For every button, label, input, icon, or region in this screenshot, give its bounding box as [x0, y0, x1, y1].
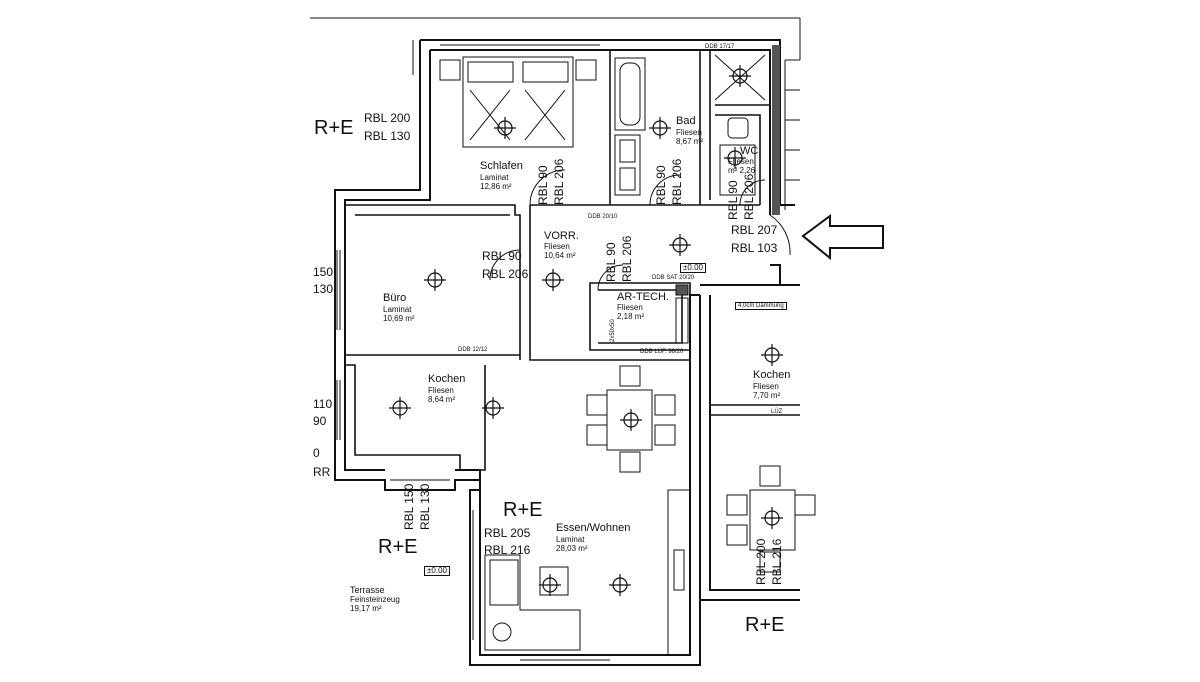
- stair-hatch: [772, 45, 780, 215]
- level-center-badge: ±0.00: [680, 263, 706, 273]
- room-buero-floor: Laminat: [383, 305, 412, 314]
- room-artech-floor: Fliesen: [617, 303, 643, 312]
- room-bad-floor: Fliesen: [676, 128, 702, 137]
- inner-walls: [345, 50, 800, 471]
- opening-terr-rbl130: RBL 130: [418, 483, 432, 530]
- room-buero-area: 10,69 m²: [383, 314, 415, 323]
- room-essen-name: Essen/Wohnen: [556, 522, 631, 534]
- note-ddb-17-17: DDB 17/17: [705, 44, 735, 50]
- note-luz: LÜZ: [771, 409, 783, 415]
- opening-terr-rbl150: RBL 150: [402, 483, 416, 530]
- opening-schlafen-rbl206: RBL 206: [552, 158, 566, 205]
- note-daemmung: 4,0cm Dämmung: [735, 302, 787, 310]
- room-neighbor-kochen-floor: Fliesen: [753, 382, 779, 391]
- plant: [492, 622, 512, 642]
- opening-neighbor-rbl200: RBL 200: [754, 538, 768, 585]
- room-kochen-floor: Fliesen: [428, 386, 454, 395]
- rbl-130-label: RBL 130: [364, 129, 411, 143]
- opening-entry-rbl103: RBL 103: [731, 241, 778, 255]
- door-swings: [489, 169, 791, 291]
- note-ddb-luf: DDB LÜF. 98/20: [640, 349, 684, 355]
- room-artech-area: 2,18 m²: [617, 312, 645, 321]
- side-110-label: 110: [313, 397, 333, 411]
- ar-tech-equipment: [675, 284, 689, 344]
- room-terrasse-area: 19,17 m²: [350, 604, 382, 613]
- room-schlafen-name: Schlafen: [480, 160, 523, 172]
- room-neighbor-kochen-name: Kochen: [753, 369, 791, 381]
- level-label-terrace: R+E: [378, 536, 418, 558]
- opening-schlafen-rbl90: RBL 90: [536, 165, 550, 205]
- double-bed: [439, 56, 597, 148]
- room-wc-area: m² 2,26: [728, 166, 756, 175]
- room-vorr-area: 10,64 m²: [544, 251, 576, 260]
- level-label-neighbor: R+E: [745, 614, 785, 636]
- room-wc-name: WC: [740, 145, 759, 157]
- note-ddb-20-10: DDB 20/10: [588, 214, 618, 220]
- room-kochen-area: 8,64 m²: [428, 395, 456, 404]
- kitchen-counter: [667, 489, 691, 656]
- room-neighbor-kochen-area: 7,70 m²: [753, 391, 781, 400]
- level-label-center: R+E: [503, 499, 543, 521]
- side-0-label: 0: [313, 446, 320, 460]
- opening-essen-rbl205: RBL 205: [484, 526, 531, 540]
- room-vorr-name: VORR.: [544, 230, 579, 242]
- level-terrace-badge: ±0.00: [424, 566, 450, 576]
- note-ddb-sat: DDB SAT 20/20: [652, 275, 695, 281]
- stairs: [784, 59, 800, 210]
- opening-ar-rbl90: RBL 90: [604, 242, 618, 282]
- opening-buero-rbl206: RBL 206: [482, 267, 529, 281]
- room-terrasse-name: Terrasse: [350, 585, 385, 595]
- room-schlafen-area: 12,86 m²: [480, 182, 512, 191]
- room-vorr-floor: Fliesen: [544, 242, 570, 251]
- level-label-top: R+E: [314, 117, 354, 139]
- room-wc-floor: Fliesen: [728, 157, 754, 166]
- opening-wc-rbl206: RBL 206: [742, 173, 756, 220]
- dining-table: [586, 365, 676, 473]
- rr-label: RR: [313, 465, 331, 479]
- opening-wc-rbl90: RBL 90: [726, 180, 740, 220]
- room-bad-name: Bad: [676, 115, 696, 127]
- room-schlafen-floor: Laminat: [480, 173, 509, 182]
- room-kochen-name: Kochen: [428, 373, 466, 385]
- opening-buero-rbl90: RBL 90: [482, 249, 522, 263]
- opening-essen-rbl216: RBL 216: [484, 543, 531, 557]
- opening-bad-rbl206: RBL 206: [670, 158, 684, 205]
- room-bad-area: 8,67 m²: [676, 137, 704, 146]
- side-90-label: 90: [313, 414, 327, 428]
- opening-entry-rbl207: RBL 207: [731, 223, 778, 237]
- room-essen-area: 28,03 m²: [556, 544, 588, 553]
- opening-neighbor-rbl216: RBL 216: [770, 538, 784, 585]
- neighbor-top-walls: [310, 17, 801, 75]
- room-essen-floor: Laminat: [556, 535, 585, 544]
- bathtub: [614, 57, 646, 131]
- windows: [336, 39, 610, 661]
- note-ddb-12-12: DDB 12/12: [458, 347, 488, 353]
- opening-bad-rbl90: RBL 90: [654, 165, 668, 205]
- washbasins: [614, 134, 641, 196]
- opening-ar-rbl206: RBL 206: [620, 235, 634, 282]
- side-130-label: 130: [313, 282, 334, 296]
- sofa: [484, 554, 581, 651]
- entrance-arrow: [801, 214, 884, 261]
- neighbor-dining-table: [726, 465, 816, 573]
- room-artech-name: AR-TECH.: [617, 291, 669, 303]
- room-buero-name: Büro: [383, 292, 407, 304]
- toilet: [719, 117, 756, 196]
- note-ar: 2x50x50: [610, 319, 616, 342]
- room-terrasse-floor: Feinsteinzeug: [350, 595, 400, 604]
- rbl-200-label: RBL 200: [364, 111, 411, 125]
- side-150-label: 150: [313, 265, 334, 279]
